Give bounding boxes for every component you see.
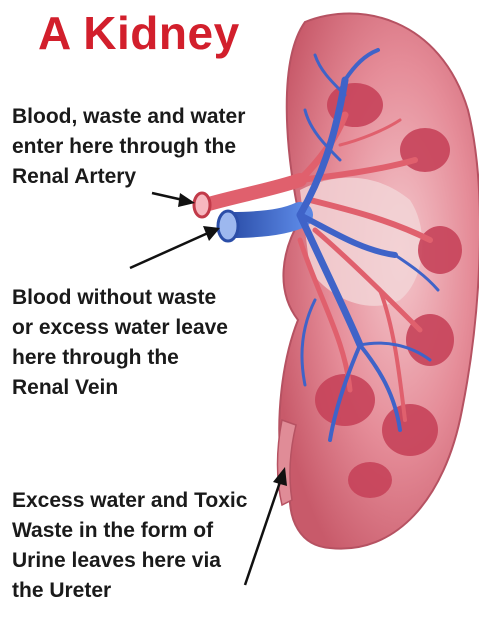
- label-line: Blood without waste: [12, 283, 228, 313]
- label-line: or excess water leave: [12, 313, 228, 343]
- label-line: Renal Vein: [12, 373, 228, 403]
- label-line: Waste in the form of: [12, 516, 247, 546]
- page-title: A Kidney: [38, 6, 240, 60]
- ureter-label: Excess water and Toxic Waste in the form…: [12, 486, 247, 606]
- label-line: Excess water and Toxic: [12, 486, 247, 516]
- renal-artery-opening: [194, 193, 210, 217]
- arrow-to-artery: [152, 193, 195, 207]
- label-line: here through the: [12, 343, 228, 373]
- label-line: the Ureter: [12, 576, 247, 606]
- renal-vein-opening: [218, 211, 238, 241]
- label-line: Urine leaves here via: [12, 546, 247, 576]
- label-line: Renal Artery: [12, 162, 245, 192]
- label-line: enter here through the: [12, 132, 245, 162]
- label-line: Blood, waste and water: [12, 102, 245, 132]
- renal-vein-label: Blood without waste or excess water leav…: [12, 283, 228, 403]
- arrow-to-vein: [130, 226, 220, 268]
- renal-artery-label: Blood, waste and water enter here throug…: [12, 102, 245, 192]
